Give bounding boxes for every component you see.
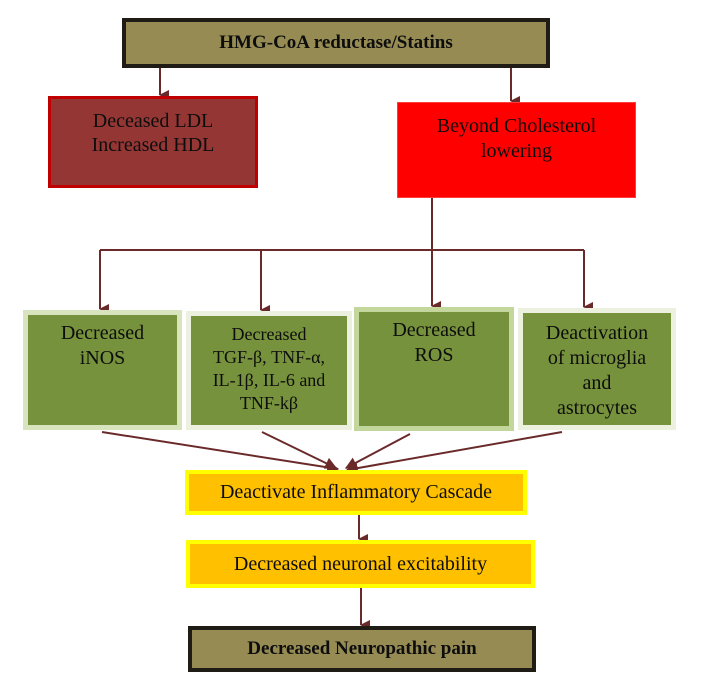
arrow-glia-to-cascade (345, 431, 563, 475)
node-glia: Deactivation of microglia and astrocytes (518, 308, 676, 430)
node-statins: HMG-CoA reductase/Statins (122, 18, 550, 68)
node-glia-line-1: Deactivation (545, 322, 649, 344)
node-cytokines-line-3: IL-1β, IL-6 and (212, 370, 326, 390)
node-inos: Decreased iNOS (23, 310, 182, 430)
node-neuronal-excitability: Decreased neuronal excitability (186, 540, 535, 588)
node-glia-line-3: and (582, 372, 612, 394)
node-inos-line-2: iNOS (79, 347, 126, 369)
arrow-inos-to-cascade (101, 431, 340, 474)
node-neuropathic-pain: Decreased Neuropathic pain (188, 626, 536, 672)
node-cascade-label: Deactivate Inflammatory Cascade (219, 481, 493, 503)
node-inos-line-1: Decreased (60, 322, 145, 344)
node-ros-line-1: Decreased (392, 319, 476, 341)
node-excitability-label: Decreased neuronal excitability (233, 553, 488, 575)
node-glia-line-4: astrocytes (557, 397, 637, 419)
node-ros: Decreased ROS (354, 307, 514, 431)
arrow-ros-to-cascade (344, 433, 411, 469)
node-beyond-cholesterol: Beyond Cholesterol lowering (397, 102, 636, 198)
node-beyond-line-2: lowering (480, 140, 553, 162)
node-inflammatory-cascade: Deactivate Inflammatory Cascade (185, 470, 527, 515)
node-ros-line-2: ROS (414, 344, 454, 366)
node-cytokines: Decreased TGF-β, TNF-α, IL-1β, IL-6 and … (186, 311, 352, 430)
node-statins-label: HMG-CoA reductase/Statins (219, 32, 453, 53)
node-glia-line-2: of microglia (547, 347, 647, 369)
node-lipid-line-2: Increased HDL (91, 134, 215, 156)
node-lipid-effects: Deceased LDL Increased HDL (48, 96, 258, 188)
node-outcome-label: Decreased Neuropathic pain (247, 638, 477, 659)
node-cytokines-line-2: TGF-β, TNF-α, (212, 347, 326, 367)
node-beyond-line-1: Beyond Cholesterol (436, 115, 597, 137)
node-lipid-line-1: Deceased LDL (92, 110, 214, 132)
node-cytokines-line-4: TNF-kβ (239, 393, 299, 413)
arrow-cytokines-to-cascade (261, 431, 338, 469)
node-cytokines-line-1: Decreased (231, 324, 307, 344)
